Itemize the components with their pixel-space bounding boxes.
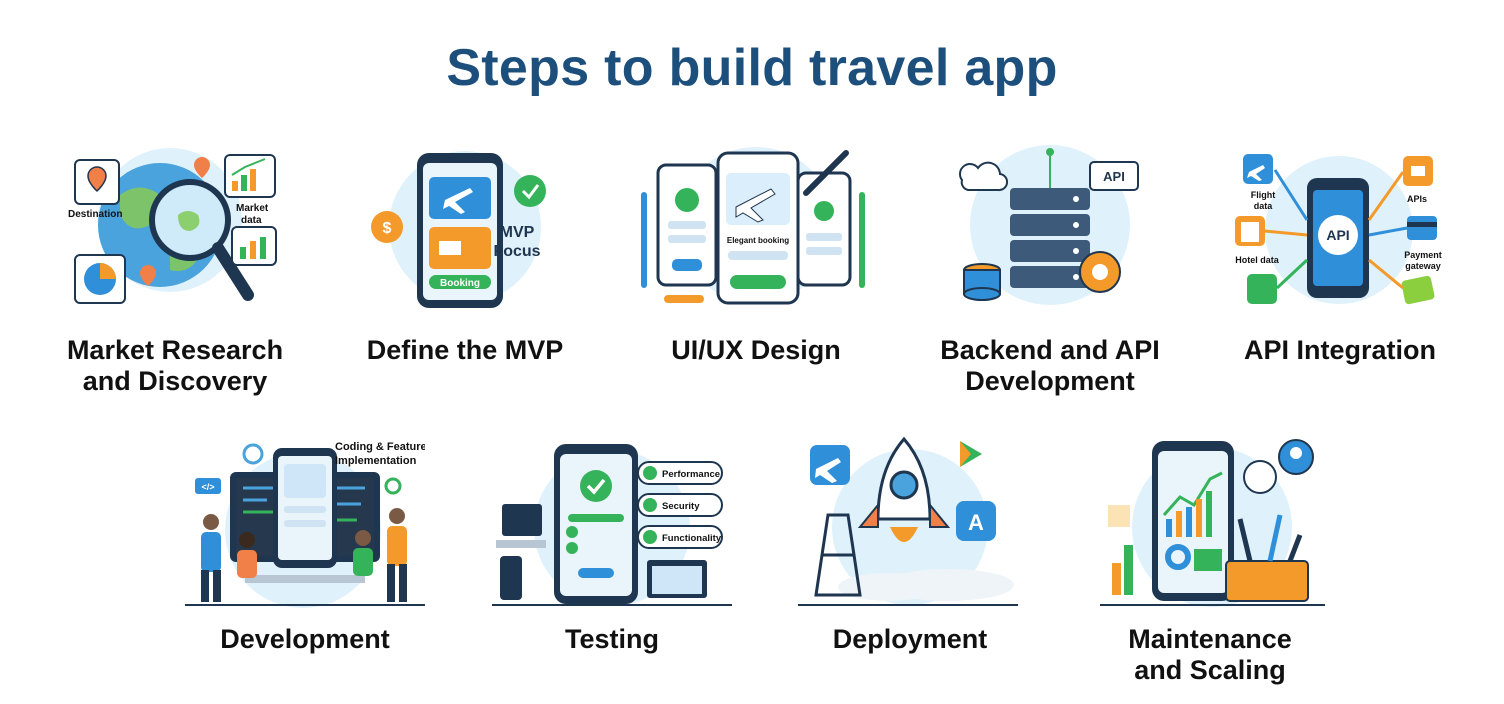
server-stack-icon: API: [959, 145, 1139, 305]
magnifying-globe-icon: Destination Market data: [68, 148, 277, 304]
step-label-testing: Testing: [565, 624, 659, 654]
market-data-label-1: Market: [236, 203, 269, 214]
step-label-ui-ux-design: UI/UX Design: [671, 335, 841, 365]
flight-data-label-1: Flight: [1251, 190, 1276, 200]
hotel-data-label: Hotel data: [1235, 255, 1280, 265]
step-api-integration: API Flight data APIs Hotel data Payment …: [1235, 150, 1445, 310]
booking-label: Booking: [440, 278, 480, 289]
performance-label: Performance: [662, 469, 720, 480]
payment-gateway-label-1: Payment: [1404, 250, 1442, 260]
payment-gateway-label-2: gateway: [1405, 261, 1441, 271]
step-ui-ux-design: Elegant booking: [636, 145, 876, 310]
step-maintenance-scaling: [1100, 435, 1325, 610]
maintenance-tools-icon: [1100, 439, 1325, 607]
functionality-label: Functionality: [662, 533, 722, 544]
step-market-research: Destination Market data: [60, 145, 290, 305]
mvp-label-2: Focus: [493, 243, 540, 260]
svg-text:$: $: [383, 220, 392, 237]
flight-data-label-2: data: [1254, 201, 1274, 211]
api-hub-icon: API Flight data APIs Hotel data Payment …: [1235, 154, 1442, 305]
step-testing: Performance Security Functionality: [492, 440, 732, 610]
coding-feature-label-2: Implementation: [335, 455, 417, 467]
elegant-booking-label: Elegant booking: [727, 236, 789, 245]
api-hub-label: API: [1326, 227, 1349, 243]
mvp-phone-icon: $ MVP Focus Booking: [371, 151, 546, 308]
security-label: Security: [662, 501, 700, 512]
destination-label: Destination: [68, 209, 122, 220]
step-label-deployment: Deployment: [832, 624, 988, 654]
step-development: </> Coding & Feature Implementation: [185, 440, 425, 610]
mvp-label-1: MVP: [500, 224, 535, 241]
step-define-mvp: $ MVP Focus Booking: [365, 145, 565, 310]
api-label: API: [1103, 169, 1125, 184]
testing-phone-icon: Performance Security Functionality: [492, 444, 732, 606]
step-label-api-integration: API Integration: [1243, 335, 1436, 365]
code-tag-label: </>: [201, 482, 214, 492]
rocket-launch-icon: A: [798, 436, 1018, 606]
step-deployment: A: [798, 435, 1018, 610]
step-backend-api: API: [950, 140, 1150, 310]
coding-feature-label-1: Coding & Feature: [335, 441, 425, 453]
step-label-define-mvp: Define the MVP: [366, 335, 564, 365]
design-screens-icon: Elegant booking: [641, 147, 865, 305]
svg-text:A: A: [968, 510, 984, 535]
dev-team-icon: </> Coding & Feature Implementation: [185, 441, 425, 608]
market-data-label-2: data: [241, 215, 262, 226]
page-title: Steps to build travel app: [446, 39, 1058, 97]
apis-label: APIs: [1407, 194, 1427, 204]
step-label-development: Development: [220, 624, 390, 654]
